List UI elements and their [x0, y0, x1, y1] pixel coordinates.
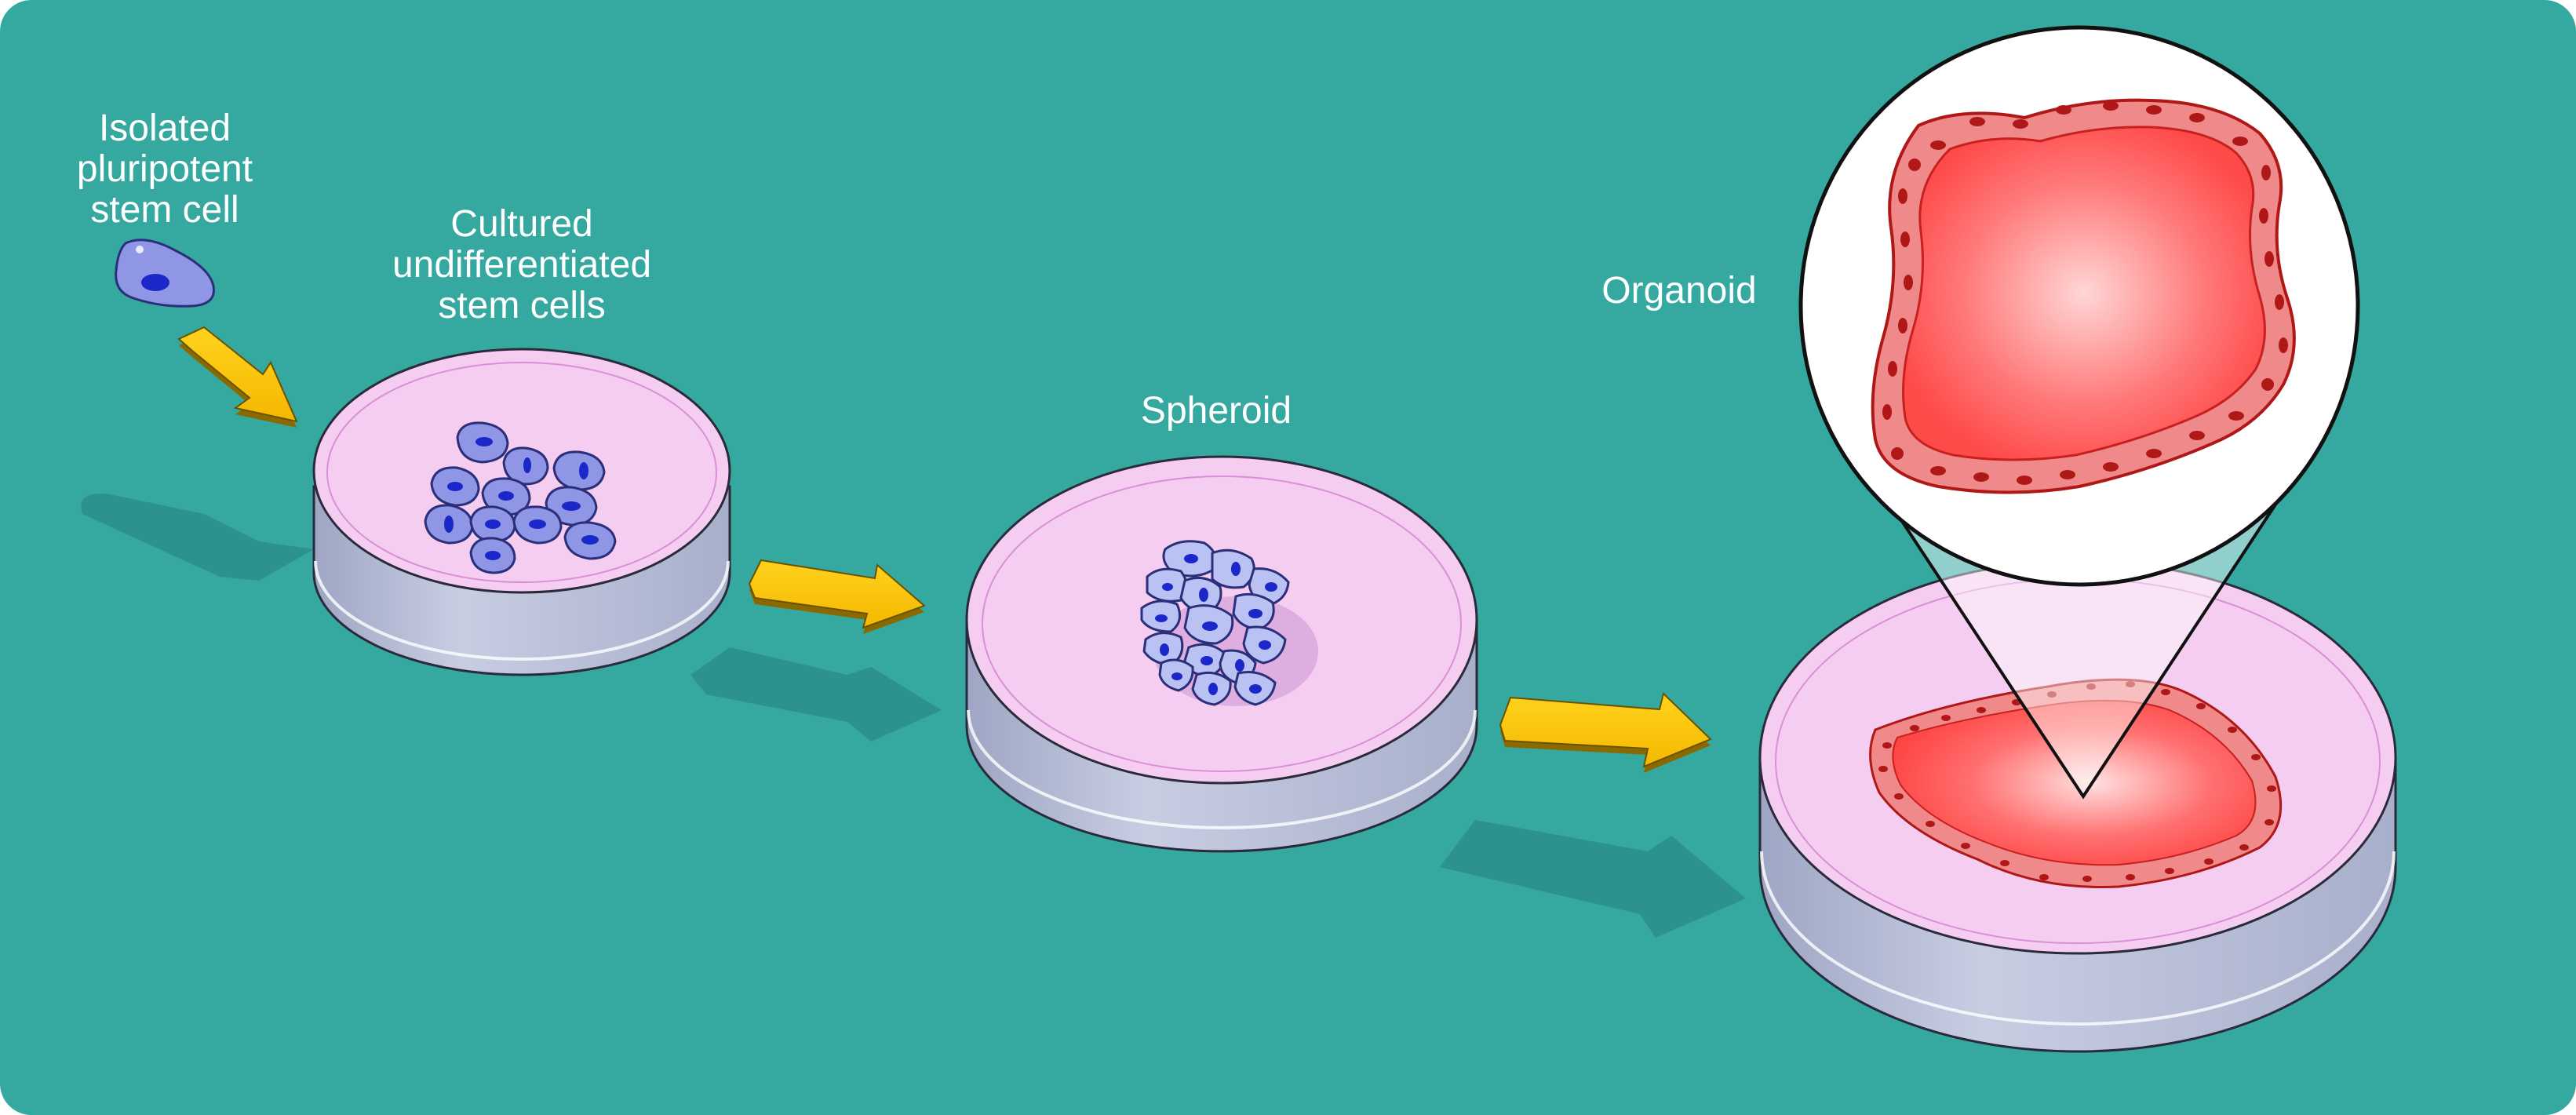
label-line: Cultured	[450, 203, 593, 245]
magnifier-callout-icon	[1798, 25, 2360, 800]
label-cultured-stem-cells: Cultured undifferentiated stem cells	[361, 204, 683, 326]
arrow-icon	[1499, 692, 1712, 773]
shadow-arrow-2	[690, 647, 942, 742]
label-line: stem cell	[90, 189, 239, 231]
label-line: undifferentiated	[392, 244, 652, 286]
organoid-zoom-nuclei	[1882, 101, 2288, 485]
stem-cell-icon	[115, 239, 215, 308]
label-isolated-stem-cell: Isolated pluripotent stem cell	[47, 108, 282, 231]
arrow-icon	[748, 559, 926, 634]
label-line: Isolated	[98, 107, 231, 149]
label-spheroid: Spheroid	[1099, 391, 1334, 432]
label-line: stem cells	[438, 285, 606, 326]
label-line: pluripotent	[76, 148, 253, 190]
label-organoid: Organoid	[1561, 271, 1797, 312]
label-line: Organoid	[1601, 270, 1757, 312]
shadow-arrows	[81, 494, 1746, 938]
organoid-zoom-lumen	[1902, 126, 2266, 461]
arrow-icon	[177, 326, 298, 428]
label-line: Spheroid	[1140, 390, 1292, 432]
spheroid-cluster	[1140, 540, 1318, 706]
shadow-arrow-1	[81, 494, 314, 581]
shadow-arrow-3	[1440, 820, 1746, 938]
cultured-cells	[424, 421, 617, 574]
